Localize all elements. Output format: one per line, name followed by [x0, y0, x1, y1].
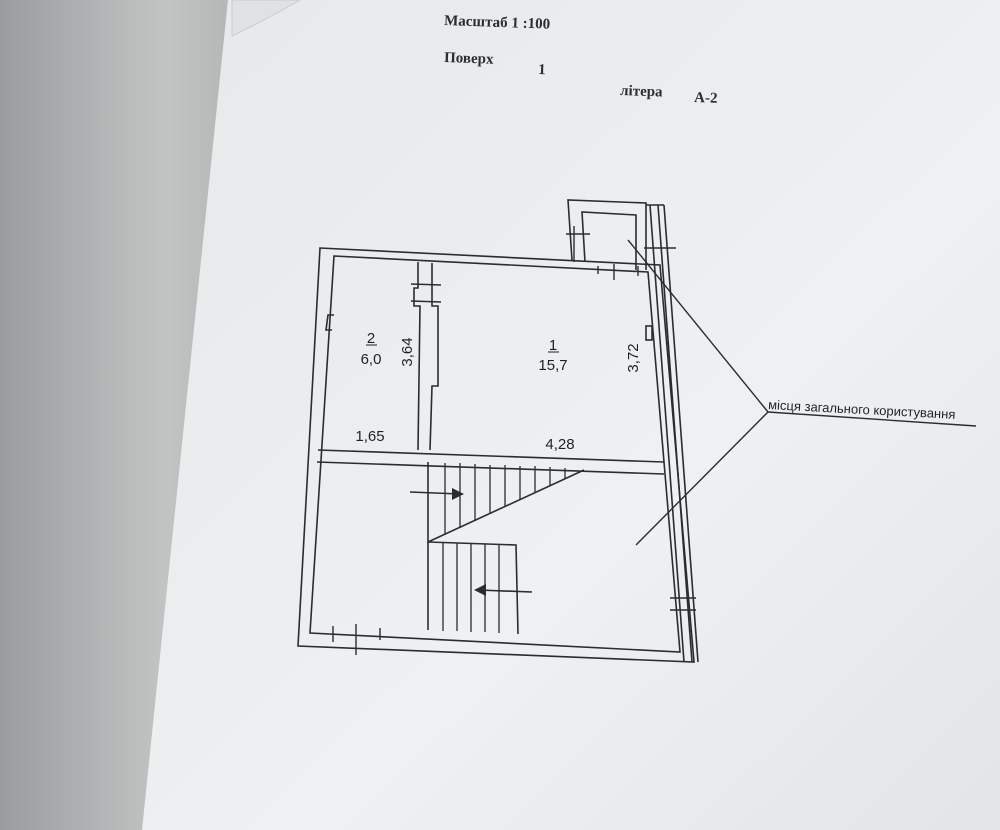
room1-window-mark	[645, 325, 653, 341]
page-curl	[231, 0, 301, 37]
common-use-leader	[627, 239, 977, 546]
arrow-left-head	[474, 584, 486, 596]
vestibule-wall-inner	[581, 211, 637, 270]
letter-label: літера	[620, 83, 663, 100]
floor-plan	[297, 199, 699, 663]
door-ticks	[332, 226, 639, 655]
room-2-area: 6,0	[361, 351, 382, 368]
room-2-width-dim: 1,65	[355, 428, 384, 445]
room-1-width-dim: 4,28	[545, 436, 574, 453]
outer-wall-outer	[297, 247, 695, 663]
outer-wall-inner	[309, 255, 681, 653]
room-1-height-dim: 3,72	[625, 343, 642, 372]
corridor-wall-3	[663, 204, 699, 663]
corridor-wall-2	[657, 204, 693, 663]
left-niche	[325, 314, 334, 331]
paper-page	[142, 0, 1000, 830]
scale-label: Масштаб 1 :100	[444, 13, 551, 33]
room-1-area: 15,7	[538, 357, 567, 374]
room-1-number: 1	[549, 337, 557, 354]
floor-value: 1	[538, 62, 546, 78]
room-2-number: 2	[367, 330, 375, 347]
stair-arrow-right	[409, 491, 461, 495]
vestibule-wall	[567, 199, 647, 270]
letter-value: А-2	[694, 90, 718, 107]
stair-lower-treads	[442, 543, 500, 633]
partition-wall-right	[429, 263, 439, 451]
corridor-wall-1	[649, 204, 685, 663]
floor-label: Поверх	[444, 50, 494, 68]
stair-arrow-left	[477, 589, 533, 593]
room-2-height-dim: 3,64	[399, 337, 416, 366]
arrow-right-head	[452, 488, 464, 500]
partition-horizontal-top	[317, 449, 665, 463]
